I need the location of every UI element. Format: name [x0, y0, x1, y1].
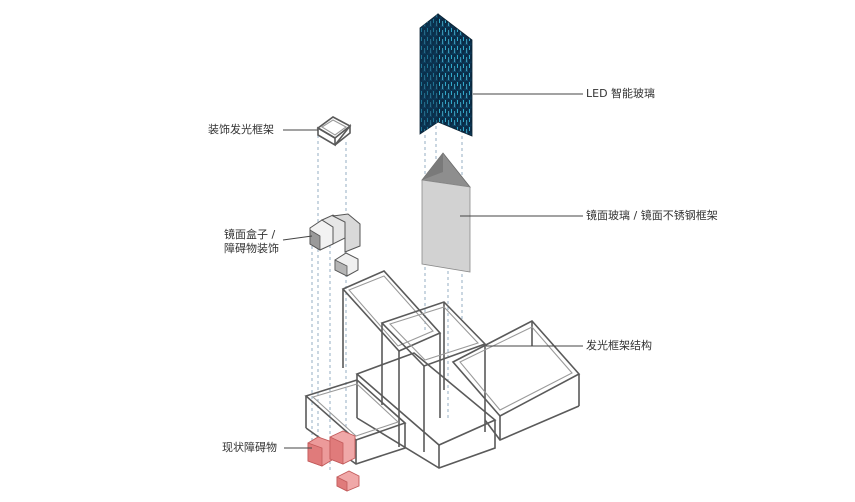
label-mirror-glass: 镜面玻璃 / 镜面不锈钢框架	[586, 209, 718, 222]
label-light-frame-structure: 发光框架结构	[586, 339, 652, 352]
label-obstacle-decoration: 障碍物装饰	[224, 242, 279, 255]
mirror-volume	[421, 152, 471, 273]
projection-lines	[311, 30, 463, 470]
light-frame-structure	[304, 270, 581, 469]
label-mirror-box: 镜面盒子 /	[224, 228, 276, 241]
mirror-boxes	[309, 213, 361, 277]
label-led-glass: LED 智能玻璃	[586, 87, 656, 100]
led-glass-panel	[419, 13, 473, 137]
label-existing-obstacle: 现状障碍物	[222, 441, 277, 454]
leader-lines	[282, 93, 583, 449]
existing-obstacles	[307, 430, 360, 492]
label-decorative-light-frame: 装饰发光框架	[208, 123, 274, 136]
decorative-light-frame	[316, 116, 352, 147]
